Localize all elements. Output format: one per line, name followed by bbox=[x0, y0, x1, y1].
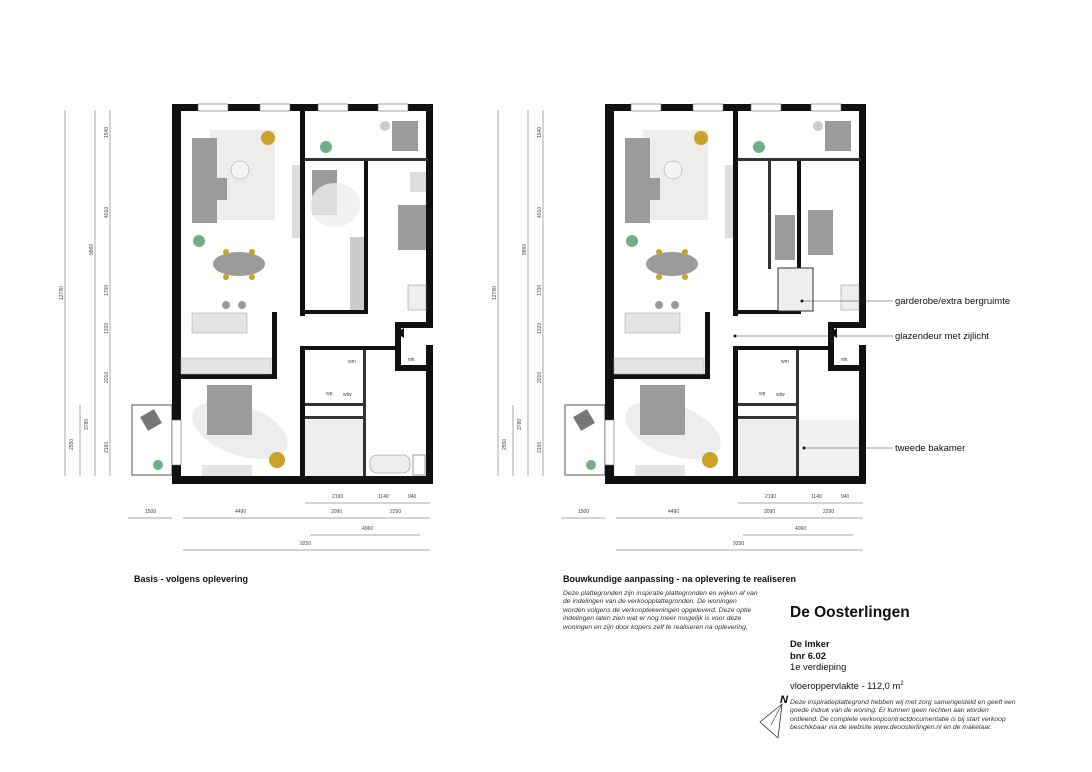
north-arrow-icon: N bbox=[759, 694, 789, 739]
annotation-glazendeur: glazendeur met zijlicht bbox=[895, 331, 989, 342]
floor-area-label: vloeroppervlakte - 112,0 m bbox=[790, 680, 901, 691]
annotation-garderobe: garderobe/extra bergruimte bbox=[895, 296, 1010, 307]
north-label: N bbox=[780, 694, 789, 706]
annotation-leaders bbox=[735, 300, 893, 449]
project-info: De Imker bnr 6.02 1e verdieping bbox=[790, 638, 846, 673]
variant-floorplan bbox=[491, 103, 867, 551]
basis-floorplan bbox=[58, 103, 434, 551]
floor-area-unit-sup: 2 bbox=[900, 680, 904, 687]
variant-description: Deze plattegronden zijn inspiratie platt… bbox=[563, 590, 758, 631]
project-title: De Oosterlingen bbox=[790, 604, 910, 621]
disclaimer: Deze inspiratieplattegrond hebben wij me… bbox=[790, 699, 1016, 732]
variant-caption: Bouwkundige aanpassing - na oplevering t… bbox=[563, 574, 797, 584]
floor-area: vloeroppervlakte - 112,0 m2 bbox=[790, 680, 904, 691]
building-number: bnr 6.02 bbox=[790, 649, 826, 661]
floor-level: 1e verdieping bbox=[790, 661, 847, 672]
basis-caption: Basis - volgens oplevering bbox=[134, 574, 249, 584]
house-type: De Imker bbox=[790, 638, 830, 649]
annotation-tweede-badkamer: tweede bakamer bbox=[895, 443, 965, 454]
